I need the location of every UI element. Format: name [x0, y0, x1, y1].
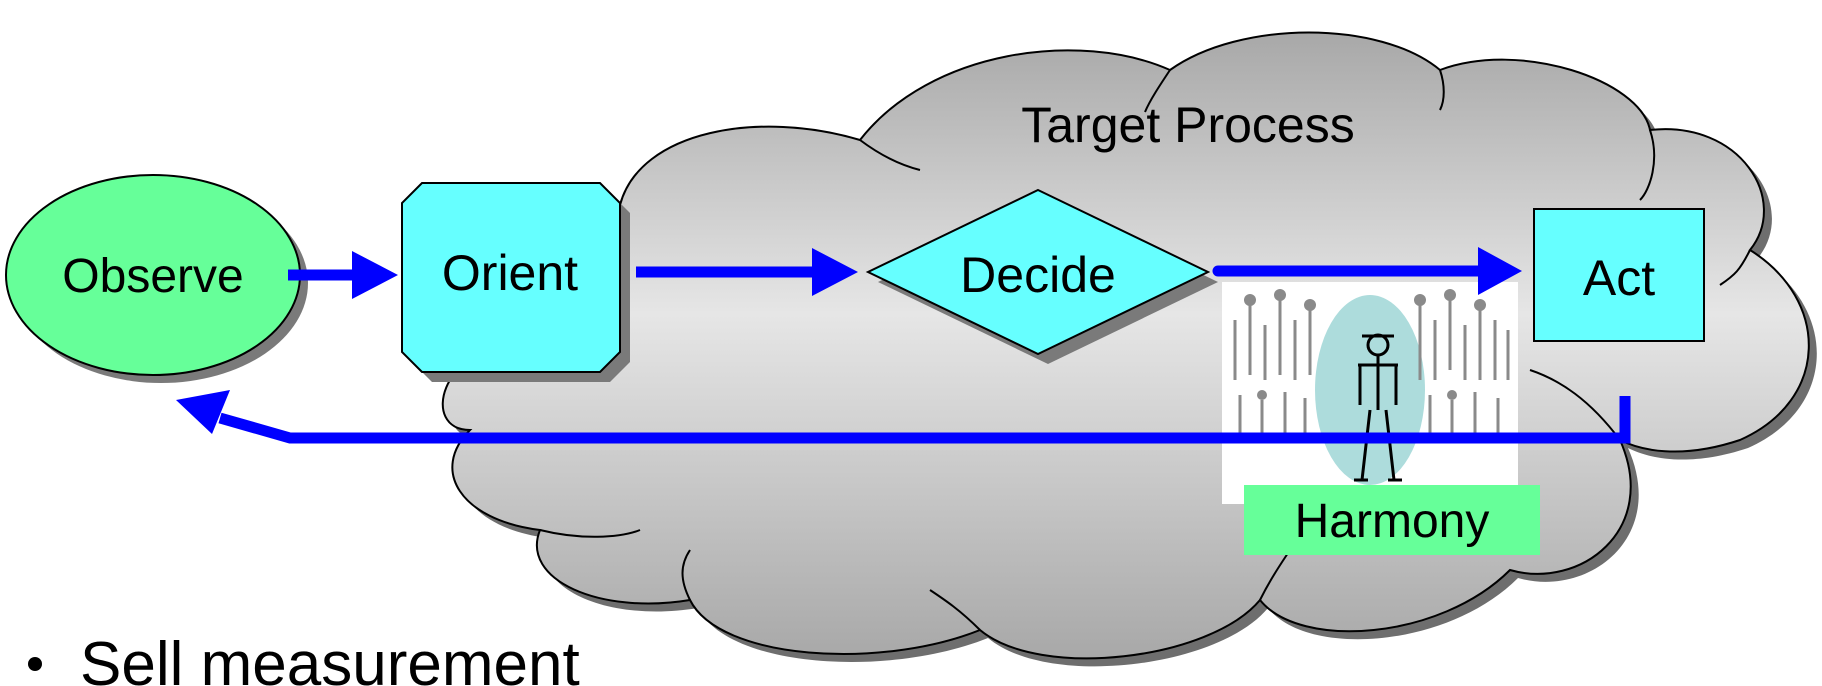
cloud-title: Target Process: [1021, 97, 1354, 153]
observe-label: Observe: [62, 250, 243, 303]
observe-node: Observe: [5, 174, 308, 383]
act-node: Act: [1533, 208, 1705, 342]
bullet-text: Sell measurement: [80, 630, 580, 686]
bullet-icon: [28, 657, 42, 671]
act-label: Act: [1583, 250, 1655, 306]
bullet-list-item: Sell measurement: [28, 625, 580, 686]
decide-node: Decide: [865, 188, 1218, 364]
arrow-decide-to-act: [1212, 247, 1522, 295]
harmony-label: Harmony: [1295, 495, 1490, 548]
orient-label: Orient: [442, 245, 578, 301]
harmony-label-box: [1244, 485, 1540, 555]
flow-arrows: [176, 247, 1631, 444]
decide-label: Decide: [960, 247, 1116, 303]
arrow-observe-to-orient: [288, 251, 398, 299]
arrow-act-back-to-observe: [176, 390, 1631, 444]
harmony-crowd-image: [1222, 282, 1518, 504]
arrow-orient-to-decide: [636, 248, 858, 296]
orient-node: Orient: [401, 182, 630, 382]
